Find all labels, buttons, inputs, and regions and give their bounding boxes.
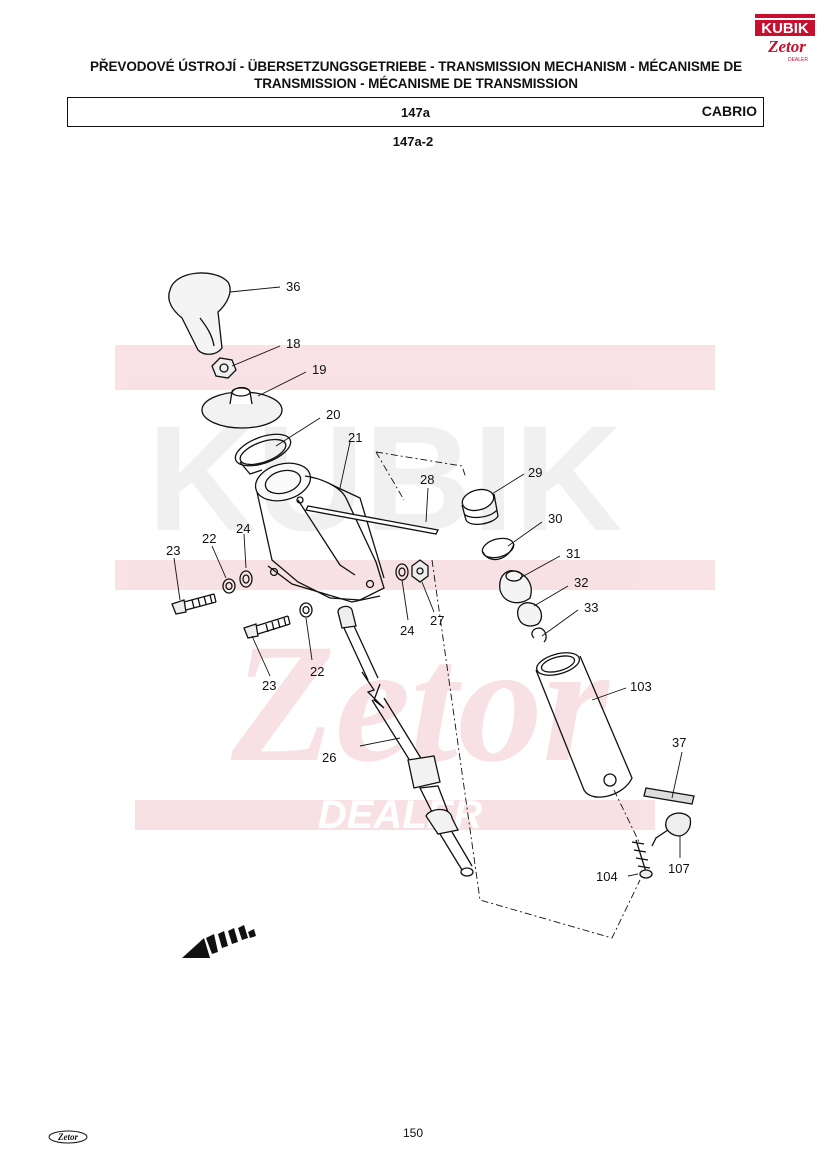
tube-103-part — [535, 652, 633, 798]
bushing-29-part — [461, 488, 499, 526]
assembly-guide-lines — [375, 451, 641, 939]
callout-26: 26 — [322, 750, 336, 765]
pin-28-part — [305, 505, 439, 535]
callout-36: 36 — [286, 279, 300, 294]
screw-104-part — [631, 839, 651, 873]
cup-30-part — [481, 537, 515, 561]
gear-knob-part — [168, 272, 231, 355]
shift-lever-26-part — [337, 605, 474, 877]
callout-24-upper: 24 — [236, 521, 250, 536]
callout-33: 33 — [584, 600, 598, 615]
ball-31-part — [499, 570, 532, 604]
page-title: PŘEVODOVÉ ÚSTROJÍ - ÜBERSETZUNGSGETRIEBE… — [60, 58, 772, 92]
callout-30: 30 — [548, 511, 562, 526]
ring-32-part — [517, 602, 543, 627]
callout-labels: 36 18 19 20 21 28 29 30 31 32 33 103 37 … — [166, 279, 690, 884]
callout-22-lower: 22 — [310, 664, 324, 679]
callout-31: 31 — [566, 546, 580, 561]
washer-22-lower-part — [299, 602, 313, 618]
callout-23-upper: 23 — [166, 543, 180, 558]
nut-18-part — [211, 357, 237, 379]
callout-22-upper: 22 — [202, 531, 216, 546]
clip-33-part — [531, 627, 547, 643]
callout-104: 104 — [596, 869, 618, 884]
logo-zetor-text: Zetor — [767, 37, 806, 56]
callout-27: 27 — [430, 613, 444, 628]
callout-107: 107 — [668, 861, 690, 876]
callout-103: 103 — [630, 679, 652, 694]
reference-bar: 147a CABRIO — [67, 97, 764, 127]
callout-19: 19 — [312, 362, 326, 377]
fitting-107-part — [651, 812, 692, 847]
key-37-part — [643, 787, 695, 805]
callout-18: 18 — [286, 336, 300, 351]
washer-24-upper-part — [239, 570, 253, 588]
title-line-2: TRANSMISSION - MÉCANISME DE TRANSMISSION — [254, 76, 578, 91]
logo-dealer-text: DEALER — [788, 57, 808, 63]
callout-20: 20 — [326, 407, 340, 422]
nut-27-part — [411, 559, 429, 583]
callout-37: 37 — [672, 735, 686, 750]
bolt-23-lower-part — [243, 615, 291, 639]
callout-29: 29 — [528, 465, 542, 480]
kubik-zetor-dealer-logo: KUBIK Zetor DEALER — [754, 12, 818, 69]
bolt-23-upper-part — [171, 593, 217, 615]
callout-24-right: 24 — [400, 623, 414, 638]
logo-brand-text: KUBIK — [761, 20, 809, 37]
clamp-ring-20-part — [234, 433, 292, 467]
callout-23-lower: 23 — [262, 678, 276, 693]
title-line-1: PŘEVODOVÉ ÚSTROJÍ - ÜBERSETZUNGSGETRIEBE… — [89, 59, 743, 74]
footer-zetor-logo: Zetor — [48, 1130, 88, 1149]
callout-32: 32 — [574, 575, 588, 590]
callout-28: 28 — [420, 472, 434, 487]
page-number: 150 — [402, 1126, 424, 1140]
callout-21: 21 — [348, 430, 362, 445]
direction-arrow-icon — [182, 925, 256, 958]
housing-21-part — [254, 462, 385, 603]
footer-logo-text: Zetor — [57, 1132, 78, 1142]
washer-22-upper-part — [222, 578, 236, 594]
model-name: CABRIO — [701, 103, 757, 119]
figure-code: 147a-2 — [392, 134, 434, 149]
reference-code: 147a — [401, 105, 430, 120]
leader-lines — [173, 286, 683, 877]
